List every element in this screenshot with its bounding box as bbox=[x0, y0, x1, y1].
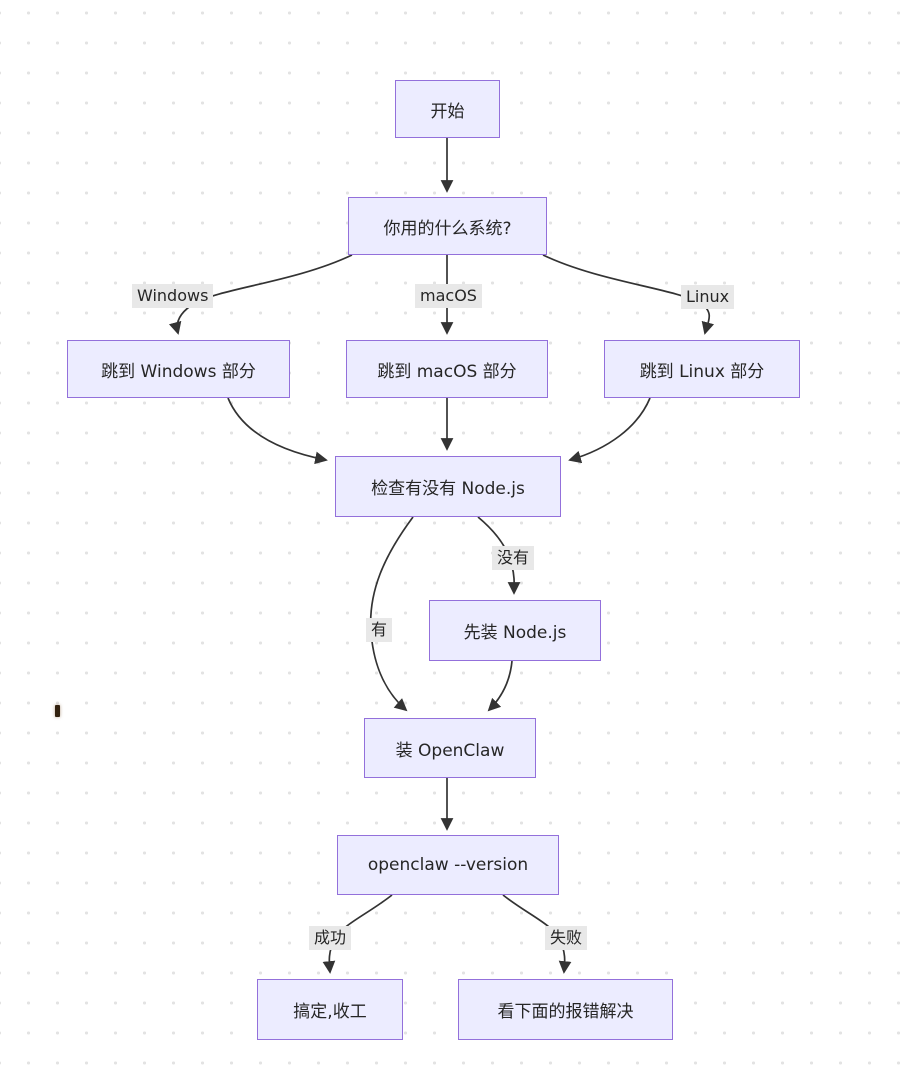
edge-windows-to-check bbox=[227, 397, 328, 465]
cursor-artifact bbox=[55, 705, 60, 717]
node-jump-linux: 跳到 Linux 部分 bbox=[604, 340, 800, 398]
edge-linux-to-check bbox=[568, 397, 651, 464]
node-start: 开始 bbox=[395, 80, 500, 138]
node-done: 搞定,收工 bbox=[257, 979, 403, 1040]
node-troubleshoot: 看下面的报错解决 bbox=[458, 979, 673, 1040]
edge-label-windows: Windows bbox=[132, 284, 214, 308]
edge-label-success: 成功 bbox=[309, 926, 352, 950]
edge-label-has-node: 有 bbox=[366, 618, 393, 642]
edge-label-linux: Linux bbox=[681, 285, 735, 309]
node-jump-macos: 跳到 macOS 部分 bbox=[346, 340, 548, 398]
node-install-openclaw: 装 OpenClaw bbox=[364, 718, 536, 778]
node-jump-windows: 跳到 Windows 部分 bbox=[67, 340, 290, 398]
node-check-node: 检查有没有 Node.js bbox=[335, 456, 561, 517]
edge-label-failure: 失败 bbox=[545, 926, 588, 950]
node-version-check: openclaw --version bbox=[337, 835, 559, 895]
edge-label-macos: macOS bbox=[415, 284, 482, 308]
node-os-question: 你用的什么系统? bbox=[348, 197, 547, 255]
node-install-node: 先装 Node.js bbox=[429, 600, 601, 661]
edge-check-to-openclaw bbox=[369, 516, 414, 712]
edge-installnode-to-openclaw bbox=[487, 660, 513, 712]
edge-label-no-node: 没有 bbox=[492, 546, 535, 570]
